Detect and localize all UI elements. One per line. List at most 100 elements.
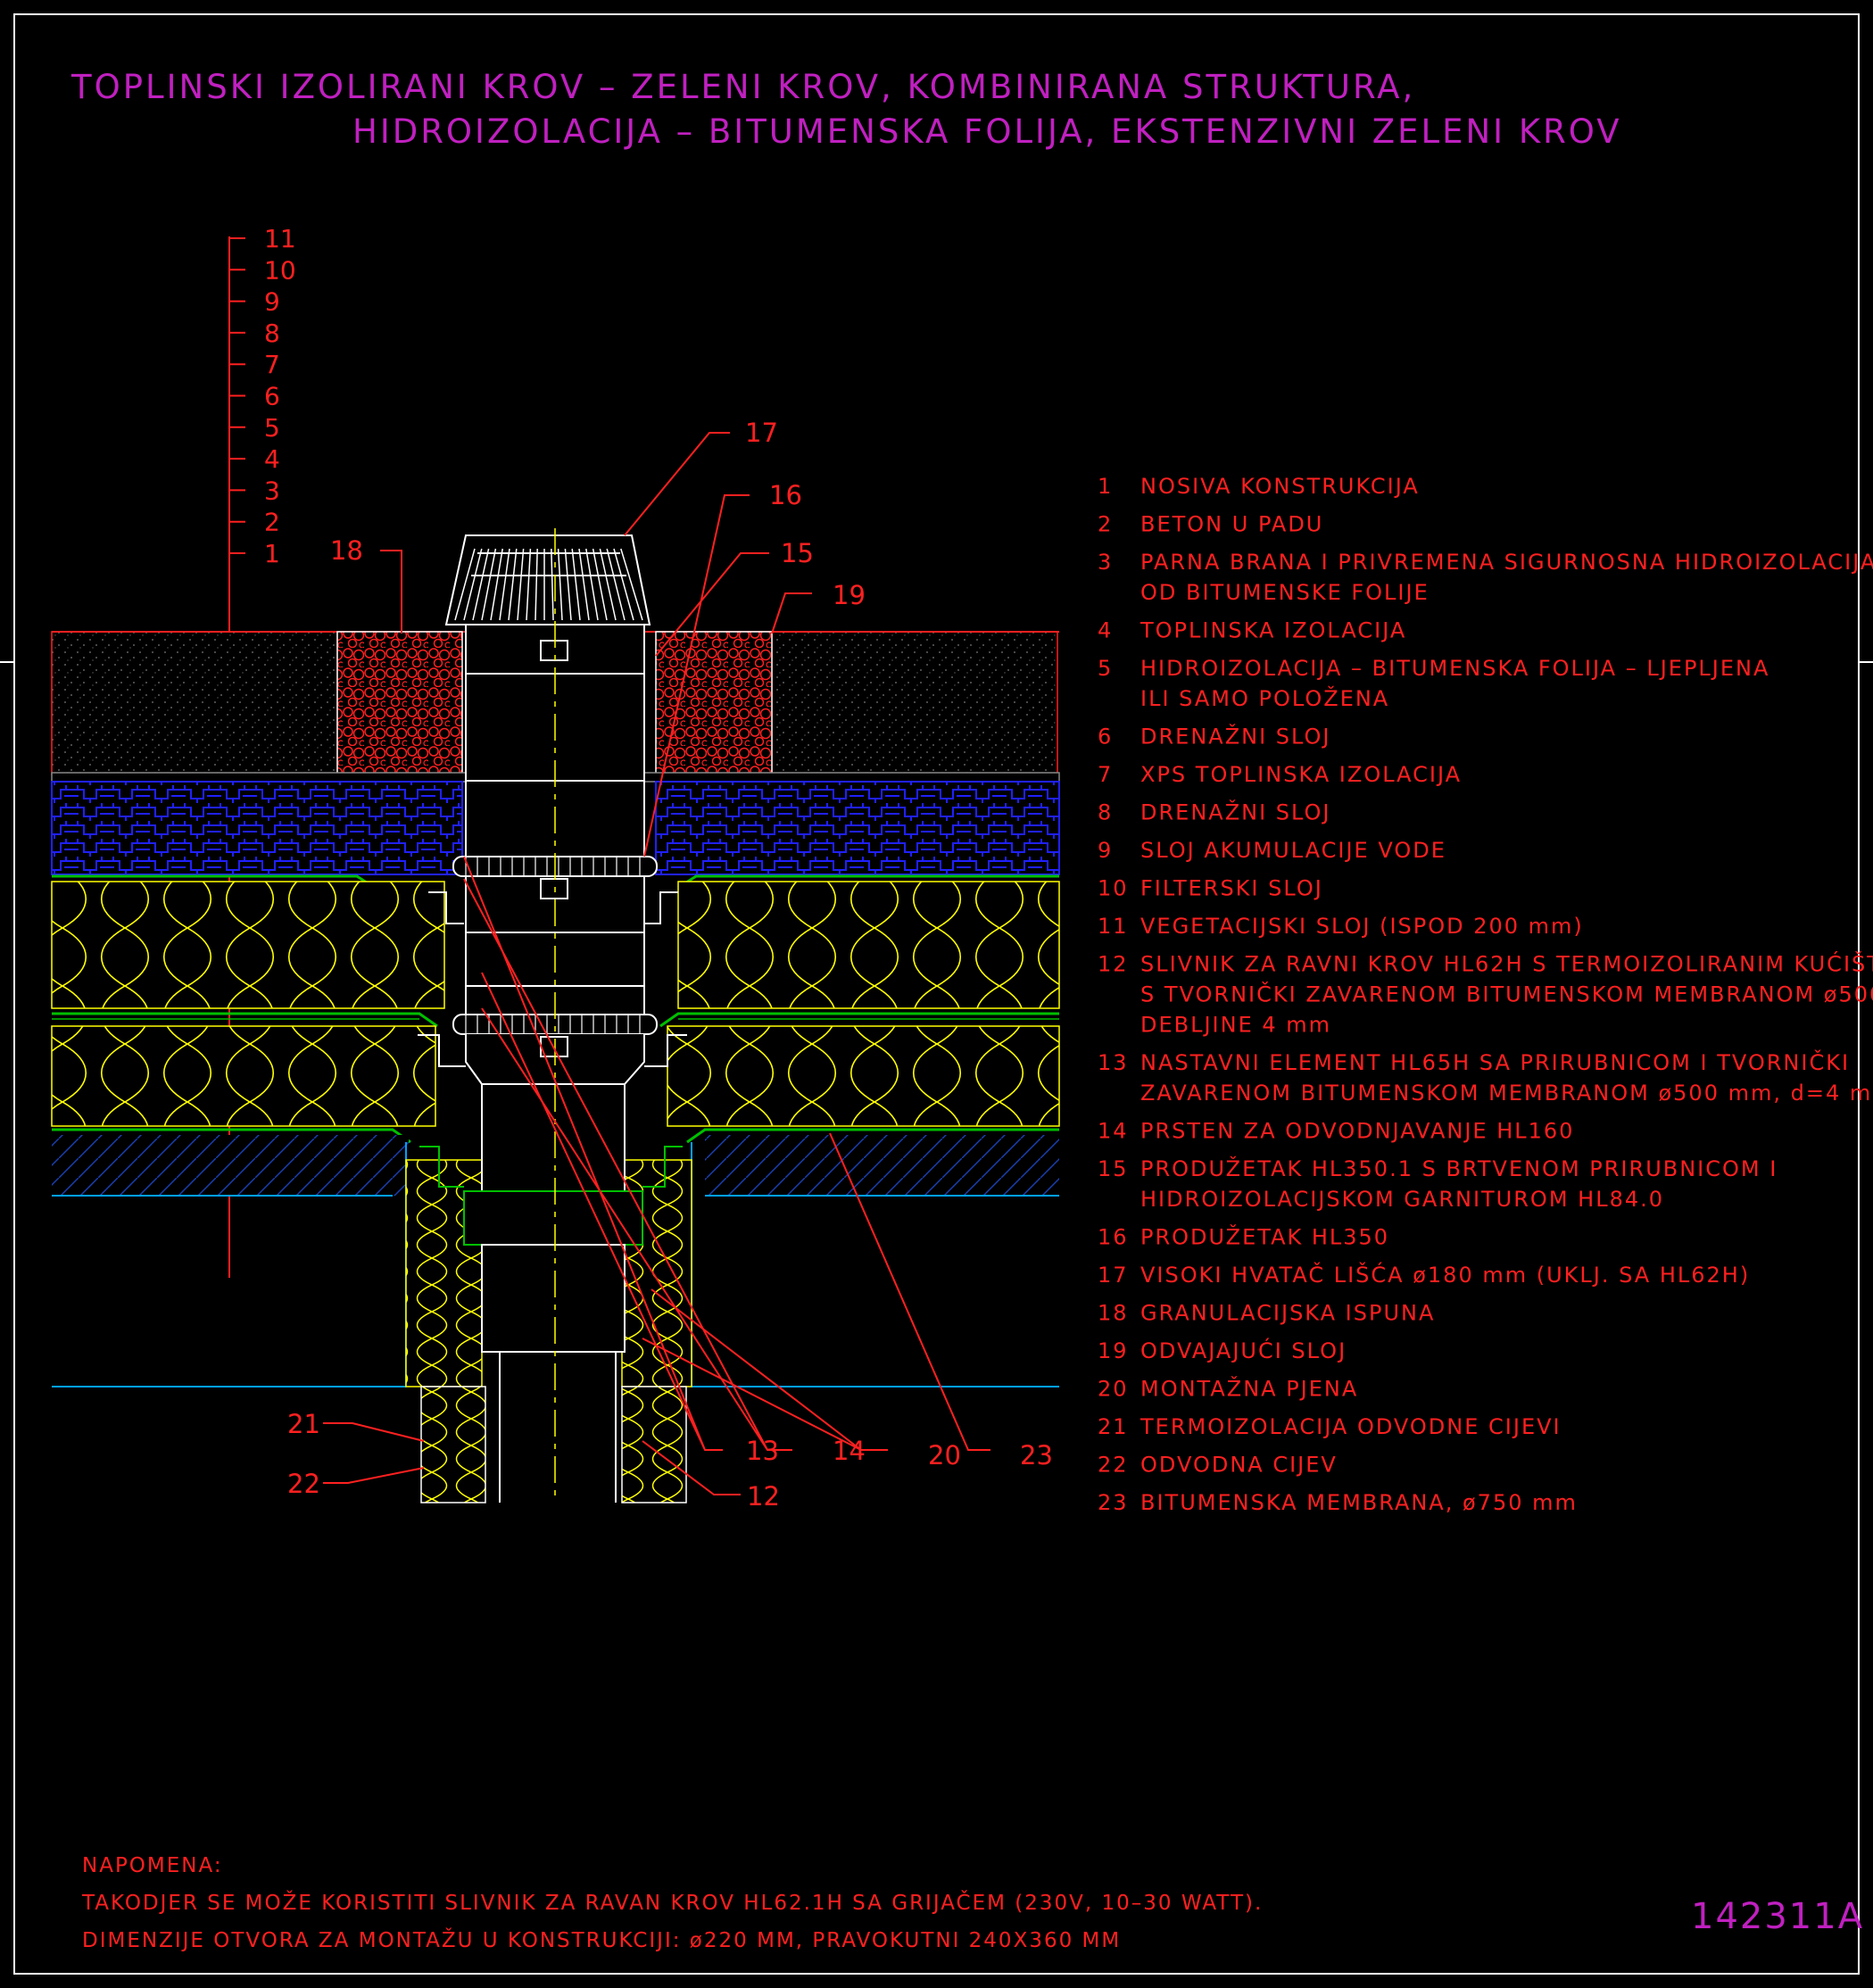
- callout-23: 23: [1020, 1440, 1053, 1470]
- legend: 1 NOSIVA KONSTRUKCIJA 2 BETON U PADU 3 PARNA …: [1098, 474, 1873, 1515]
- sheet-border: [13, 13, 1860, 1975]
- vegetation-layer: [771, 631, 1058, 775]
- legend-text: S TVORNIČKI ZAVARENOM BITUMENSKOM MEMBRA…: [1140, 981, 1873, 1007]
- legend-number: 5: [1098, 656, 1113, 681]
- legend-text: XPS TOPLINSKA IZOLACIJA: [1140, 762, 1462, 787]
- legend-text: DRENAŽNI SLOJ: [1140, 724, 1331, 750]
- legend-text: VISOKI HVATAČ LIŠĆA ø180 mm (UKLJ. SA HL…: [1140, 1261, 1750, 1288]
- legend-text: TOPLINSKA IZOLACIJA: [1140, 618, 1406, 643]
- thermal-insulation-lower: [667, 1025, 1060, 1127]
- scale-label: 2: [264, 508, 280, 537]
- scale-label: 3: [264, 476, 280, 505]
- callout-leaders: [323, 432, 990, 1495]
- scale-label: 6: [264, 382, 280, 411]
- legend-number: 18: [1098, 1301, 1129, 1326]
- legend-number: 3: [1098, 550, 1113, 575]
- legend-number: 1: [1098, 474, 1113, 499]
- notes: NAPOMENA: TAKODJER SE MOŽE KORISTITI SLI…: [81, 1854, 1263, 1952]
- scale-label: 4: [264, 444, 280, 474]
- scale-label: 1: [264, 539, 280, 568]
- legend-text: ILI SAMO POLOŽENA: [1140, 685, 1389, 711]
- legend-text: ODVAJAJUĆI SLOJ: [1140, 1337, 1347, 1363]
- legend-text: NASTAVNI ELEMENT HL65H SA PRIRUBNICOM I …: [1140, 1048, 1850, 1075]
- legend-number: 2: [1098, 512, 1113, 537]
- legend-text: DRENAŽNI SLOJ: [1140, 799, 1331, 825]
- legend-number: 21: [1098, 1414, 1129, 1439]
- xps-layer: [51, 781, 463, 875]
- legend-number: 7: [1098, 762, 1113, 787]
- legend-text: PRODUŽETAK HL350: [1140, 1224, 1389, 1250]
- callout-18: 18: [330, 535, 363, 566]
- legend-text: FILTERSKI SLOJ: [1140, 876, 1323, 901]
- note-heading: NAPOMENA:: [82, 1854, 223, 1877]
- callout-22: 22: [287, 1469, 320, 1499]
- note-line-2: DIMENZIJE OTVORA ZA MONTAŽU U KONSTRUKCI…: [82, 1927, 1121, 1952]
- legend-number: 22: [1098, 1453, 1129, 1478]
- thermal-insulation-upper: [677, 881, 1060, 1009]
- xps-layer: [655, 781, 1060, 875]
- legend-text: OD BITUMENSKE FOLIJE: [1140, 580, 1430, 605]
- legend-text: TERMOIZOLACIJA ODVODNE CIJEVI: [1140, 1414, 1562, 1439]
- callout-labels: 17 16 15 19 18 21 22 13 14 20 23 12: [287, 418, 1053, 1512]
- thermal-insulation-upper: [51, 881, 445, 1009]
- legend-text: BITUMENSKA MEMBRANA, ø750 mm: [1140, 1490, 1578, 1515]
- legend-number: 19: [1098, 1338, 1129, 1363]
- legend-text: MONTAŽNA PJENA: [1140, 1376, 1358, 1402]
- scale-label: 10: [264, 255, 296, 285]
- callout-19: 19: [833, 580, 866, 610]
- callout-16: 16: [769, 480, 802, 510]
- granulate-fill: [655, 631, 773, 775]
- legend-text: HIDROIZOLACIJA – BITUMENSKA FOLIJA – LJE…: [1140, 656, 1769, 681]
- legend-text: GRANULACIJSKA ISPUNA: [1140, 1301, 1435, 1326]
- legend-text: HIDROIZOLACIJSKOM GARNITUROM HL84.0: [1140, 1187, 1664, 1212]
- pipe-insulation: [621, 1386, 687, 1503]
- sloped-concrete: [705, 1135, 1059, 1196]
- thermal-insulation-lower: [51, 1025, 436, 1127]
- scale-label: 7: [264, 350, 280, 379]
- legend-number: 13: [1098, 1050, 1129, 1075]
- title-line-2: HIDROIZOLACIJA – BITUMENSKA FOLIJA, EKST…: [352, 112, 1622, 151]
- sloped-concrete: [52, 1135, 409, 1196]
- legend-text: ZAVARENOM BITUMENSKOM MEMBRANOM ø500 mm,…: [1140, 1081, 1873, 1106]
- legend-text: DEBLJINE 4 mm: [1140, 1013, 1331, 1038]
- legend-number: 8: [1098, 800, 1113, 825]
- callout-17: 17: [745, 418, 778, 448]
- legend-number: 15: [1098, 1156, 1129, 1181]
- vegetation-layer: [51, 631, 338, 775]
- legend-number: 10: [1098, 876, 1129, 901]
- callout-15: 15: [781, 538, 814, 568]
- legend-number: 4: [1098, 618, 1113, 643]
- title-line-1: TOPLINSKI IZOLIRANI KROV – ZELENI KROV, …: [70, 68, 1415, 106]
- legend-text: BETON U PADU: [1140, 512, 1323, 537]
- legend-number: 17: [1098, 1263, 1129, 1288]
- callout-12: 12: [747, 1481, 780, 1512]
- legend-text: ODVODNA CIJEV: [1140, 1453, 1338, 1478]
- legend-number: 12: [1098, 952, 1129, 977]
- note-line-1: TAKODJER SE MOŽE KORISTITI SLIVNIK ZA RA…: [81, 1890, 1263, 1915]
- scale-label: 5: [264, 413, 280, 443]
- legend-text: PRODUŽETAK HL350.1 S BRTVENOM PRIRUBNICO…: [1140, 1156, 1778, 1181]
- legend-number: 9: [1098, 838, 1113, 863]
- pipe-insulation: [420, 1386, 486, 1503]
- scale-label: 9: [264, 287, 280, 317]
- legend-text: PARNA BRANA I PRIVREMENA SIGURNOSNA HIDR…: [1140, 550, 1873, 575]
- legend-text: SLOJ AKUMULACIJE VODE: [1140, 838, 1446, 863]
- legend-number: 6: [1098, 725, 1113, 750]
- callout-21: 21: [287, 1409, 320, 1439]
- legend-text: NOSIVA KONSTRUKCIJA: [1140, 474, 1420, 499]
- scale-label: 11: [264, 224, 296, 253]
- granulate-fill: [336, 631, 463, 775]
- roof-section: [51, 528, 1060, 1503]
- legend-number: 11: [1098, 914, 1129, 939]
- scale-label: 8: [264, 319, 280, 348]
- legend-text: PRSTEN ZA ODVODNJAVANJE HL160: [1140, 1119, 1574, 1144]
- legend-number: 20: [1098, 1377, 1129, 1402]
- callout-13: 13: [746, 1436, 779, 1466]
- legend-text: VEGETACIJSKI SLOJ (ISPOD 200 mm): [1140, 914, 1584, 939]
- legend-text: SLIVNIK ZA RAVNI KROV HL62H S TERMOIZOLI…: [1140, 950, 1873, 977]
- callout-14: 14: [833, 1436, 866, 1466]
- legend-number: 14: [1098, 1119, 1129, 1144]
- legend-number: 23: [1098, 1490, 1129, 1515]
